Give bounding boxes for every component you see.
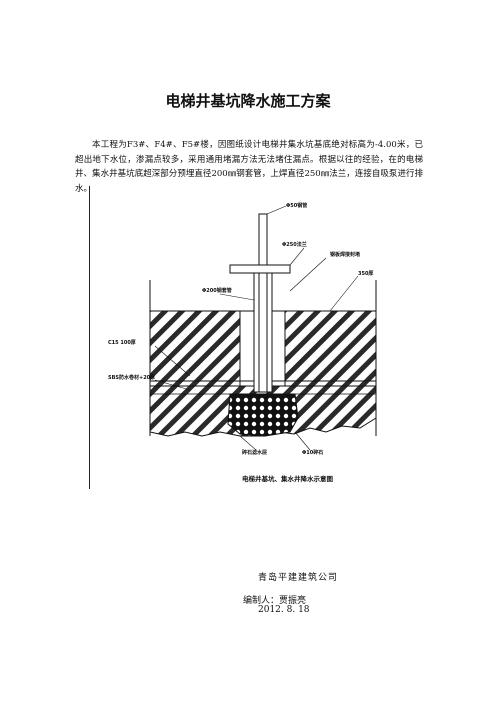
figure-caption: 电梯井基坑、集水井降水示意图	[242, 474, 334, 483]
margin-rule	[89, 186, 90, 489]
label-c15-layer: C15 100厚	[108, 339, 136, 346]
flange	[229, 264, 291, 274]
label-sleeve: Φ200钢套管	[202, 287, 232, 294]
document-title: 电梯井基坑降水施工方案	[165, 92, 331, 110]
document-date: 2012. 8. 18	[258, 605, 310, 615]
inner-pipe	[258, 213, 268, 393]
company-name: 青岛平建建筑公司	[258, 573, 339, 583]
label-stone: Φ10碎石	[302, 449, 323, 456]
label-flange: Φ250法兰	[282, 241, 307, 248]
label-slab: 350厚	[358, 270, 373, 277]
label-sbs-layer: SBS防水卷材+20厚	[108, 374, 155, 381]
body-paragraph: 本工程为F3#、F4#、F5#楼，因图纸设计电梯井集水坑基底绝对标高为-4.00…	[75, 140, 423, 194]
gravel-filter	[227, 393, 299, 437]
label-steel-plate: 钢板焊接封堵	[330, 251, 360, 258]
label-gravel: 碎石滤水层	[242, 449, 267, 456]
editor-line: 编制人：贾振亮	[243, 596, 307, 606]
label-top-pipe: Φ50钢管	[286, 202, 307, 209]
dewatering-diagram: Φ50钢管 Φ250法兰 钢板焊接封堵 350厚 Φ200钢套管 C15 100…	[108, 202, 377, 483]
